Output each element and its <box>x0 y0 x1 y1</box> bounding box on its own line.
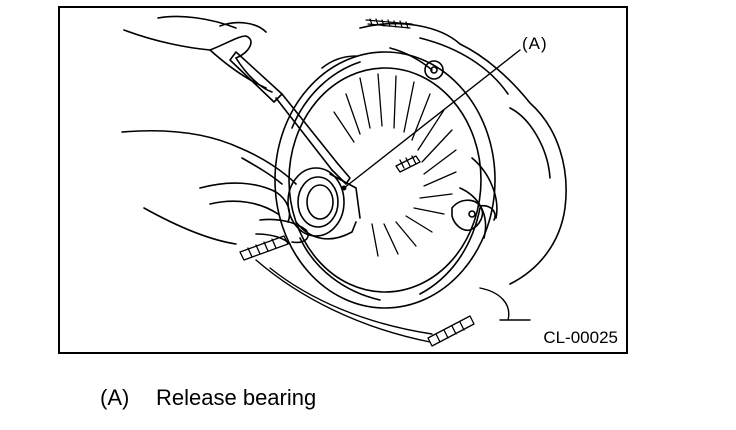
mounting-studs <box>239 155 475 347</box>
clutch-release-bearing-illustration <box>121 15 567 347</box>
callout-point <box>341 185 347 191</box>
guide-lines <box>255 259 531 343</box>
legend: (A) Release bearing <box>100 385 316 411</box>
figure-code: CL-00025 <box>543 328 618 347</box>
callout-leader-line <box>343 49 521 189</box>
legend-key: (A) <box>100 385 130 410</box>
side-component <box>451 199 496 232</box>
transmission-housing <box>359 22 567 285</box>
callout-label-a: (A) <box>522 34 548 53</box>
flywheel-ribs <box>365 18 413 29</box>
upper-hand <box>123 15 273 93</box>
illustration-frame: (A) CL-00025 <box>58 6 628 354</box>
lower-hand <box>121 130 309 245</box>
clutch-cover <box>274 47 496 309</box>
legend-description: Release bearing <box>156 385 317 410</box>
screwdriver <box>229 51 351 185</box>
diaphragm-fingers <box>333 73 457 257</box>
